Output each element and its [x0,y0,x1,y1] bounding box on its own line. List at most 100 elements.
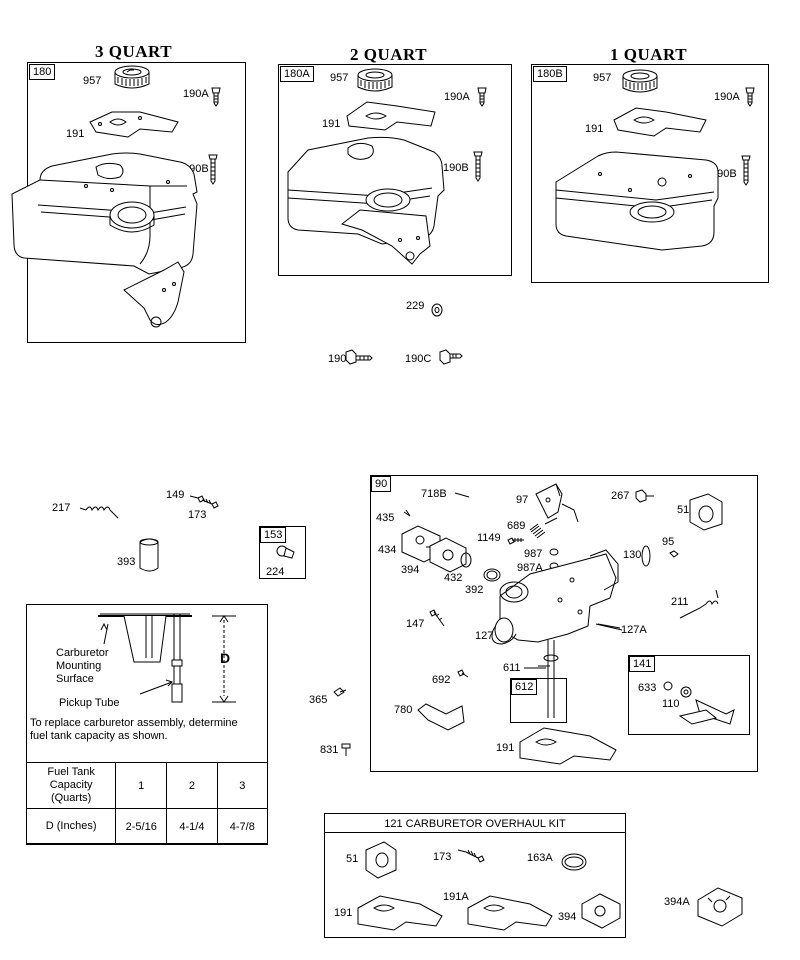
table-cell: 4-7/8 [216,808,269,845]
shaft-141 [678,699,735,725]
o-ring-432 [460,552,472,568]
part-label-394: 394 [401,564,420,576]
section-title-2-quart: 2 QUART [350,45,428,64]
part-label-191: 191 [66,128,85,140]
diaphragm-394 [429,537,467,573]
panel-1-quart [531,64,769,283]
kit-gasket-51 [365,841,397,879]
panel-153 [259,526,306,579]
pickup-tube-label: Pickup Tube [59,697,120,709]
kit-needle-173 [457,849,485,863]
part-label-51: 51 [346,853,359,865]
gasket-51 [689,493,723,531]
screw-1149 [507,537,524,545]
part-label-149: 149 [166,489,185,501]
screw-190a [477,87,487,107]
part-label-689: 689 [507,520,526,532]
part-label-432: 432 [444,572,463,584]
ref-tag-90: 90 [371,476,392,492]
kit-diaphragm-394 [581,893,621,929]
ref-tag-180: 180 [29,64,56,80]
spring-211 [679,589,719,619]
washer-633 [663,681,673,691]
part-label-434: 434 [378,544,397,556]
bolt-190c [439,349,463,365]
part-label-211: 211 [671,596,689,608]
screw-692 [457,669,469,678]
part-label-224: 224 [266,566,285,578]
part-label-957: 957 [83,75,102,87]
screw-267 [635,489,654,503]
screw-190b [473,151,483,182]
screw-190a [211,87,221,107]
part-label-190b: 190B [443,162,469,174]
panel-612 [510,678,567,723]
part-label-191a: 191A [443,891,469,903]
screw-147 [429,609,445,627]
part-label-173: 173 [433,851,452,863]
fuel-cap-957 [114,65,150,89]
part-label-191: 191 [496,742,515,754]
ref-tag-153: 153 [260,527,287,543]
plug-224 [276,545,295,559]
fuel-cap-957 [622,69,658,93]
part-label-987a: 987A [517,562,543,574]
pin-718b [454,492,470,498]
screw-435 [403,509,411,517]
part-label-95: 95 [662,536,675,548]
panel-2-quart [278,64,512,276]
part-label-190c: 190C [405,353,432,365]
bolt-365 [333,687,347,697]
part-label-831: 831 [320,744,339,756]
part-label-190a: 190A [183,88,209,100]
fuel-capacity-table: Fuel Tank Capacity (Quarts) 1 2 3 D (Inc… [25,762,269,845]
part-label-51: 51 [677,504,690,516]
part-label-97: 97 [516,494,529,506]
float-393 [139,538,159,572]
fuel-tank-2-quart [287,136,445,265]
washer-110 [680,686,692,698]
part-label-191: 191 [322,118,341,130]
carb-mount-diagram [98,613,236,703]
fuel-cap-957 [357,68,393,92]
ref-tag-612: 612 [511,679,538,695]
part-label-190a: 190A [714,91,740,103]
bracket-97 [535,483,579,523]
table-cell: 2-5/16 [115,808,168,845]
kit-gasket-191a [467,895,553,931]
gasket-191 [89,111,179,138]
screw-190a [745,87,755,107]
part-label-435: 435 [376,512,395,524]
ref-tag-180b: 180B [533,66,567,82]
part-label-267: 267 [611,490,630,502]
gasket-191-carb [519,727,617,765]
part-label-394a: 394A [664,896,690,908]
part-label-365: 365 [309,694,328,706]
spring-217 [79,506,119,519]
bolt-190 [345,349,373,365]
diaphragm-394a [697,887,743,927]
part-label-633: 633 [638,682,657,694]
panel-90-carburetor [370,475,758,772]
gasket-191 [346,101,436,131]
part-label-394: 394 [558,911,577,923]
fuel-tank-1-quart [555,151,719,251]
part-label-1149: 1149 [477,532,501,544]
pickup-tube-611 [524,640,559,718]
part-label-147: 147 [406,618,425,630]
bracket-780 [417,703,465,731]
fuel-tank-3-quart [11,152,198,328]
part-label-393: 393 [117,556,136,568]
spring-689 [529,517,558,539]
panel-141 [628,655,750,735]
screw-190b [741,155,751,186]
part-label-718b: 718B [421,488,447,500]
part-label-229: 229 [406,300,425,312]
part-label-957: 957 [330,72,349,84]
carburetor-body [491,549,623,645]
part-label-191: 191 [585,123,604,135]
part-label-692: 692 [432,674,451,686]
part-label-987: 987 [524,548,543,560]
part-label-190: 190 [328,353,347,365]
